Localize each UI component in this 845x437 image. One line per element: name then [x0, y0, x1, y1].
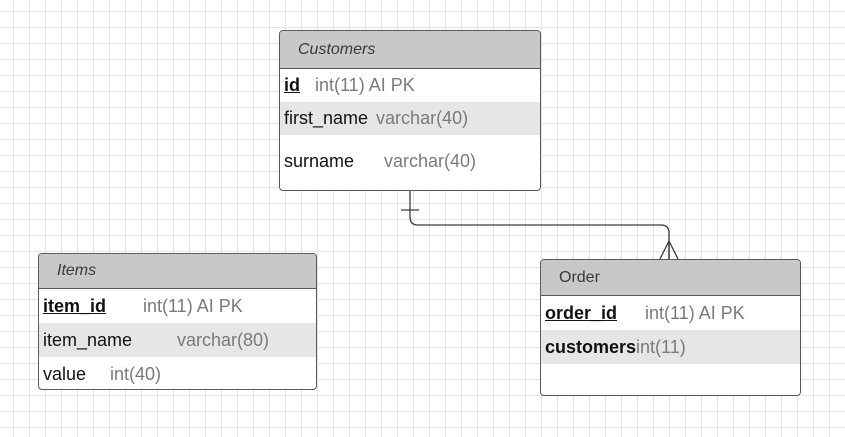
field-name: item_id	[43, 295, 107, 316]
order-table-title: Order	[559, 268, 600, 286]
field-type: int(11) AI PK	[645, 302, 745, 323]
field-type: int(11)	[636, 336, 686, 357]
field-type: varchar(40)	[384, 150, 477, 171]
field-name: item_name	[43, 329, 133, 350]
field-name: first_name	[284, 108, 369, 128]
items-field-item-id[interactable]: item_id int(11) AI PK	[39, 289, 316, 323]
customers-field-id[interactable]: id int(11) AI PK	[280, 69, 540, 102]
customers-field-first-name[interactable]: first_name varchar(40)	[280, 102, 540, 135]
field-type: int(40)	[110, 363, 162, 384]
order-table[interactable]: Order order_id int(11) AI PK customers i…	[540, 259, 801, 396]
field-name: surname	[284, 150, 355, 171]
customers-table-header[interactable]: Customers	[280, 31, 540, 69]
items-table[interactable]: Items item_id int(11) AI PK item_name va…	[38, 253, 317, 390]
field-type: varchar(40)	[376, 108, 469, 128]
items-table-header[interactable]: Items	[39, 254, 316, 289]
items-table-title: Items	[57, 262, 97, 279]
order-field-customers[interactable]: customers int(11)	[541, 330, 800, 364]
items-field-value[interactable]: value int(40)	[39, 357, 316, 389]
field-type: varchar(80)	[177, 329, 270, 350]
customers-field-surname[interactable]: surname varchar(40)	[280, 135, 540, 187]
field-name: order_id	[545, 302, 618, 323]
customers-table-title: Customers	[298, 40, 376, 58]
many-cardinality-crowfoot	[659, 240, 679, 260]
field-name: id	[284, 75, 300, 95]
order-field-order-id[interactable]: order_id int(11) AI PK	[541, 296, 800, 330]
field-type: int(11) AI PK	[143, 295, 243, 316]
items-field-item-name[interactable]: item_name varchar(80)	[39, 323, 316, 357]
order-table-header[interactable]: Order	[541, 260, 800, 296]
field-type: int(11) AI PK	[315, 75, 415, 95]
relationship-line	[409, 191, 670, 259]
customers-table[interactable]: Customers id int(11) AI PK first_name va…	[279, 30, 541, 191]
field-name: customers	[545, 336, 637, 357]
field-name: value	[43, 363, 87, 384]
